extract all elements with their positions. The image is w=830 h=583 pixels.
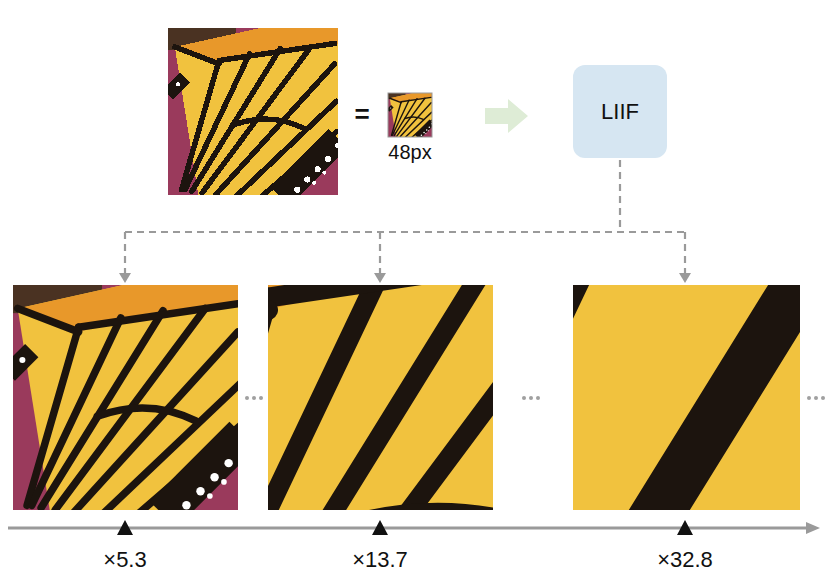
equals-sign: = bbox=[354, 99, 369, 130]
ellipsis-dots bbox=[245, 396, 825, 400]
dashed-branches bbox=[125, 160, 685, 274]
thumbnail-border bbox=[388, 93, 432, 137]
scale-label: ×13.7 bbox=[352, 547, 408, 573]
scale-label: ×32.8 bbox=[657, 547, 713, 573]
size-label: 48px bbox=[388, 141, 431, 164]
axis-ticks bbox=[117, 520, 693, 535]
axis-arrowhead bbox=[806, 522, 820, 534]
input-image bbox=[168, 27, 341, 197]
flow-arrow bbox=[485, 99, 528, 133]
scale-label: ×5.3 bbox=[103, 547, 146, 573]
branch-arrowheads bbox=[119, 273, 691, 283]
output-x5 bbox=[8, 280, 246, 514]
input-thumbnail bbox=[388, 93, 433, 137]
model-name: LIIF bbox=[601, 99, 639, 125]
model-box: LIIF bbox=[573, 65, 667, 158]
